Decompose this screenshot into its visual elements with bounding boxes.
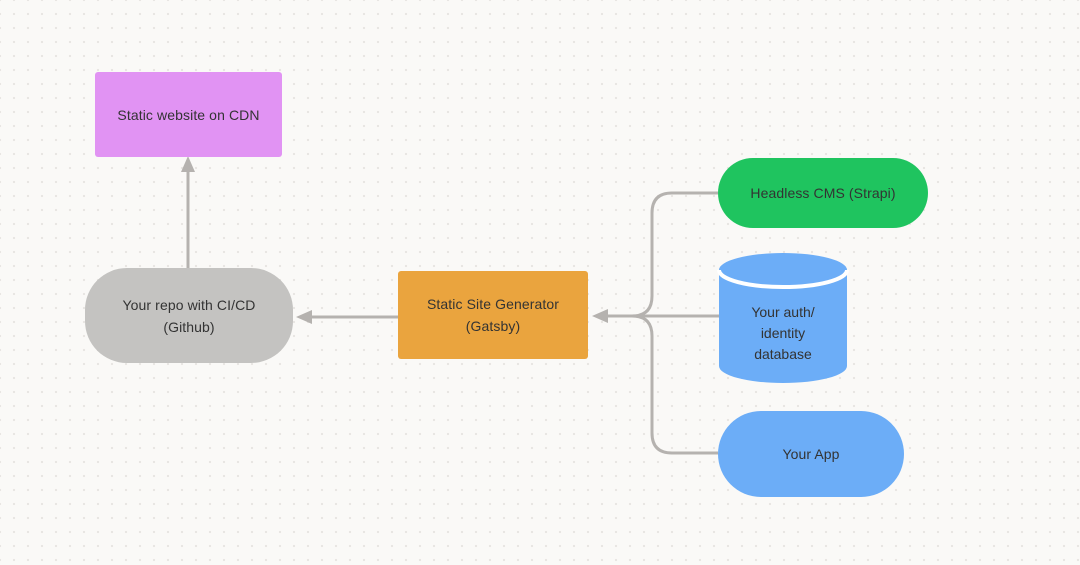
edge-right-group-to-ssg [592, 191, 719, 455]
node-repo-cicd-github: Your repo with CI/CD (Github) [85, 268, 293, 363]
node-static-site-generator-gatsby: Static Site Generator (Gatsby) [398, 271, 588, 359]
edge-repo-to-cdn [181, 156, 195, 268]
arrowhead-up-icon [181, 156, 195, 172]
node-static-website-cdn: Static website on CDN [95, 72, 282, 157]
node-label: Your App [782, 446, 840, 462]
node-label: Static website on CDN [117, 106, 260, 123]
cylinder-top-rim [717, 269, 849, 289]
edge-line-app [631, 314, 718, 455]
node-label-line2: identity [760, 325, 806, 341]
node-label-line2: (Gatsby) [465, 318, 521, 334]
node-label-line2: (Github) [163, 318, 215, 335]
node-your-app: Your App [718, 411, 904, 497]
edge-line-cms [631, 191, 718, 318]
node-auth-identity-database-label: Your auth/ identity database [719, 302, 847, 365]
arrowhead-left-icon [296, 310, 312, 324]
node-label-line3: database [754, 346, 812, 362]
node-label-line1: Your repo with CI/CD [122, 296, 256, 313]
node-headless-cms-strapi: Headless CMS (Strapi) [718, 158, 928, 228]
edge-ssg-to-repo [296, 310, 398, 324]
arrowhead-left-icon [592, 309, 608, 323]
node-label-line1: Your auth/ [751, 304, 815, 320]
node-label: Headless CMS (Strapi) [750, 185, 896, 201]
node-label-line1: Static Site Generator [426, 296, 560, 312]
node-auth-identity-database-shape [717, 253, 849, 383]
